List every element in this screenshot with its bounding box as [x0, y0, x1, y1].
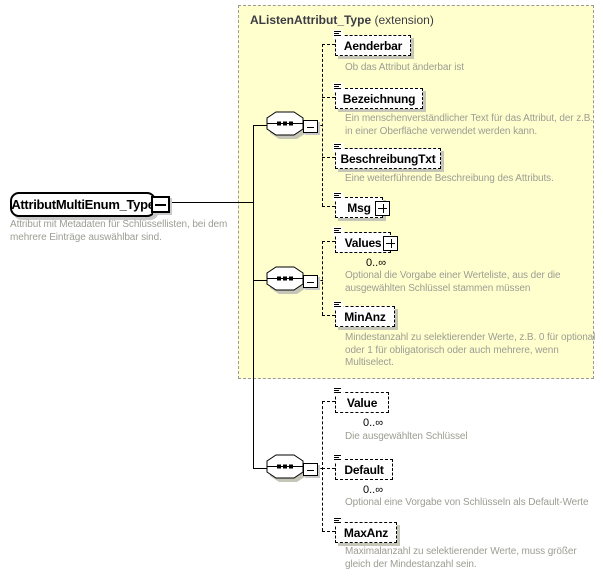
dash-to-maxanz	[322, 531, 335, 532]
element-aenderbar[interactable]: Aenderbar	[333, 30, 411, 56]
element-icon	[333, 143, 343, 152]
extension-title: AListenAttribut_Type (extension)	[250, 13, 434, 27]
root-annotation: Attribut mit Metadaten für Schlüssellist…	[10, 219, 228, 243]
root-element-label: AttributMultiEnum_Type	[11, 197, 155, 212]
element-label: Values	[344, 235, 382, 250]
dash-to-minanz	[322, 315, 335, 316]
multiplicity-label: 0..∞	[363, 417, 384, 429]
dash-to-aenderbar	[322, 44, 335, 45]
element-icon	[333, 192, 343, 201]
element-icon	[333, 30, 343, 39]
element-msg[interactable]: Msg	[333, 192, 390, 218]
dash-to-beschreibungtxt	[322, 157, 335, 158]
element-icon	[333, 517, 343, 526]
root-collapse-toggle[interactable]	[151, 196, 170, 213]
element-default[interactable]: Default	[333, 454, 396, 483]
element-label: BeschreibungTxt	[340, 151, 436, 166]
element-label: Msg	[347, 200, 371, 215]
dash-seq1-rail	[322, 44, 323, 206]
multiplicity-label: 0..∞	[363, 484, 384, 496]
element-label: MinAnz	[344, 309, 386, 324]
element-values[interactable]: Values	[333, 227, 398, 256]
sequence-icon[interactable]	[266, 111, 307, 142]
sequence3-collapse-toggle[interactable]	[303, 463, 318, 476]
connector-trunk	[253, 125, 254, 469]
dash-to-values	[322, 241, 335, 242]
dash-seq1-out	[316, 125, 323, 126]
plus-expand-icon[interactable]	[383, 235, 398, 251]
connector-branch-seq1	[253, 125, 268, 126]
element-icon	[333, 387, 343, 396]
plus-expand-icon[interactable]	[375, 200, 390, 216]
dash-to-value	[322, 401, 335, 402]
dash-seq3-out	[316, 468, 323, 469]
element-label: Bezeichnung	[342, 91, 416, 106]
extension-suffix: (extension)	[371, 13, 434, 27]
element-icon	[333, 454, 343, 463]
dash-seq3-rail	[322, 401, 323, 531]
element-icon	[333, 301, 343, 310]
multiplicity-label: 0..∞	[366, 257, 387, 269]
element-beschreibungtxt[interactable]: BeschreibungTxt	[333, 143, 441, 169]
element-icon	[333, 83, 343, 92]
element-label: Value	[346, 395, 378, 410]
root-element-attributmultienum-type[interactable]: AttributMultiEnum_Type	[10, 192, 156, 217]
element-annotation: Mindestanzahl zu selektierender Werte, z…	[345, 332, 596, 368]
element-annotation: Maximalanzahl zu selektierender Werte, m…	[345, 546, 577, 570]
element-maxanz[interactable]: MaxAnz	[333, 517, 397, 543]
extension-container: AListenAttribut_Type (extension)	[238, 5, 594, 379]
element-label: Aenderbar	[343, 38, 403, 53]
element-label: Default	[344, 462, 384, 477]
dash-to-default	[322, 468, 335, 469]
extension-type-name: AListenAttribut_Type	[250, 13, 372, 27]
dash-seq2-rail	[322, 241, 323, 315]
element-minanz[interactable]: MinAnz	[333, 301, 395, 327]
dash-seq2-out	[316, 280, 323, 281]
element-label: MaxAnz	[343, 525, 389, 540]
element-annotation: Eine weiterführende Beschreibung des Att…	[345, 173, 554, 184]
dash-to-bezeichnung	[322, 97, 335, 98]
sequence-icon[interactable]	[266, 266, 307, 297]
sequence1-collapse-toggle[interactable]	[303, 120, 318, 133]
connector-branch-seq3	[253, 468, 268, 469]
element-value[interactable]: Value	[333, 387, 392, 416]
sequence-icon[interactable]	[266, 454, 307, 485]
element-annotation: Die ausgewählten Schlüssel	[345, 431, 468, 442]
element-annotation: Optional eine Vorgabe von Schlüsseln als…	[345, 497, 589, 508]
connector-root-trunk	[166, 202, 253, 203]
element-icon	[333, 227, 343, 236]
element-annotation: Ein menschenverständlicher Text für das …	[345, 113, 594, 137]
element-annotation: Ob das Attribut änderbar ist	[345, 62, 464, 73]
element-bezeichnung[interactable]: Bezeichnung	[333, 83, 423, 109]
element-annotation: Optional die Vorgabe einer Werteliste, a…	[345, 270, 561, 294]
dash-to-msg	[322, 206, 335, 207]
sequence2-collapse-toggle[interactable]	[303, 275, 318, 288]
connector-branch-seq2	[253, 280, 268, 281]
